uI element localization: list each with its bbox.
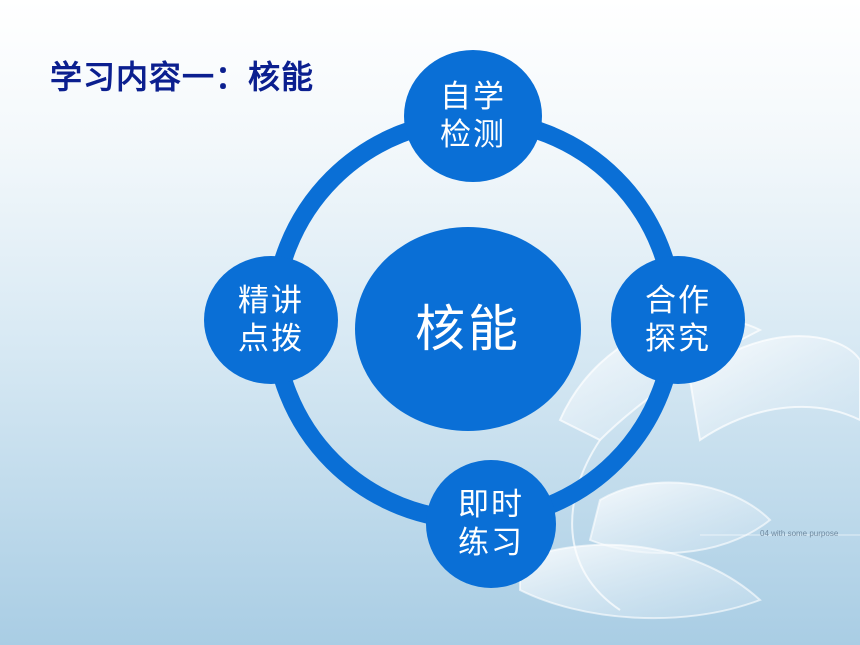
swirl-line <box>571 439 621 611</box>
petal-upper-right <box>688 335 860 442</box>
node-label: 合作探究 <box>645 283 711 357</box>
center-node[interactable]: 核能 <box>355 227 581 431</box>
node-focused-explanation[interactable]: 精讲点拨 <box>204 256 338 384</box>
node-self-study-test[interactable]: 自学检测 <box>404 50 542 182</box>
node-label: 自学检测 <box>440 79 506 153</box>
node-cooperative-inquiry[interactable]: 合作探究 <box>611 256 745 384</box>
node-label: 精讲点拨 <box>238 283 304 357</box>
slide-title: 学习内容一：核能 <box>50 58 315 96</box>
center-node-label: 核能 <box>415 300 521 358</box>
background-tagline: 04 with some purpose <box>760 529 839 538</box>
node-label: 即时练习 <box>458 487 524 561</box>
node-instant-practice[interactable]: 即时练习 <box>426 460 556 588</box>
